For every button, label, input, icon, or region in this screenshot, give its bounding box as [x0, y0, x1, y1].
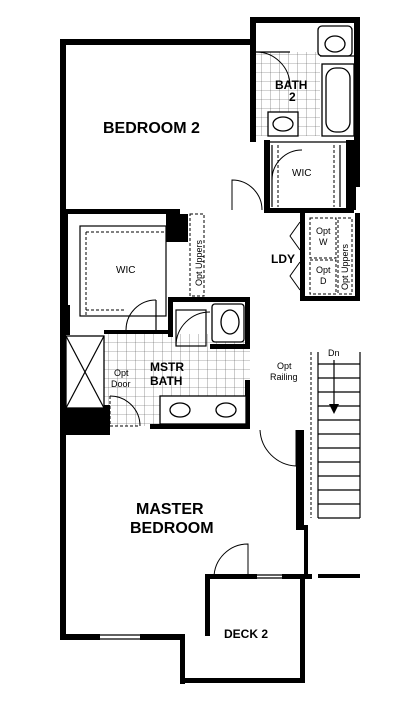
bedroom2-door	[231, 179, 263, 211]
label-bedroom2: BEDROOM 2	[103, 120, 200, 137]
label-opt-w-line2: W	[319, 237, 328, 247]
windows	[100, 39, 305, 660]
label-master-line2: BEDROOM	[130, 520, 214, 537]
label-opt-w-line1: Opt	[316, 226, 331, 236]
label-ldy: LDY	[271, 252, 295, 266]
label-opt-d-line2: D	[320, 276, 327, 286]
wic-upper	[270, 141, 346, 207]
label-opt-d-line1: Opt	[316, 265, 331, 275]
label-bath2-line1: BATH	[275, 78, 307, 92]
label-opt-uppers-left: Opt Uppers	[194, 239, 204, 286]
laundry-fixtures	[289, 217, 353, 295]
mstr-bath-fixtures	[65, 303, 247, 427]
label-stairs-dn: Dn	[328, 348, 340, 358]
label-mstr-bath-line2: BATH	[150, 374, 182, 388]
label-wic-upper: WIC	[292, 168, 311, 179]
label-deck2: DECK 2	[224, 627, 268, 641]
walls	[60, 17, 360, 684]
label-opt-door-line2: Door	[111, 379, 131, 389]
deck-door	[213, 543, 249, 579]
label-opt-railing-line2: Railing	[270, 372, 298, 382]
label-opt-door-line1: Opt	[114, 368, 129, 378]
master-bedroom-door	[259, 429, 297, 467]
down-arrowhead	[329, 404, 339, 414]
label-opt-uppers-right: Opt Uppers	[340, 243, 350, 290]
stairs	[310, 352, 361, 519]
label-bath2-line2: 2	[289, 90, 296, 104]
label-opt-railing-line1: Opt	[277, 361, 292, 371]
wic-left	[79, 225, 167, 331]
opt-uppers-left-outline	[189, 213, 205, 297]
label-wic-left: WIC	[116, 265, 135, 276]
label-master-line1: MASTER	[136, 501, 204, 518]
label-mstr-bath-line1: MSTR	[150, 360, 184, 374]
bath2-fixtures	[255, 25, 355, 137]
